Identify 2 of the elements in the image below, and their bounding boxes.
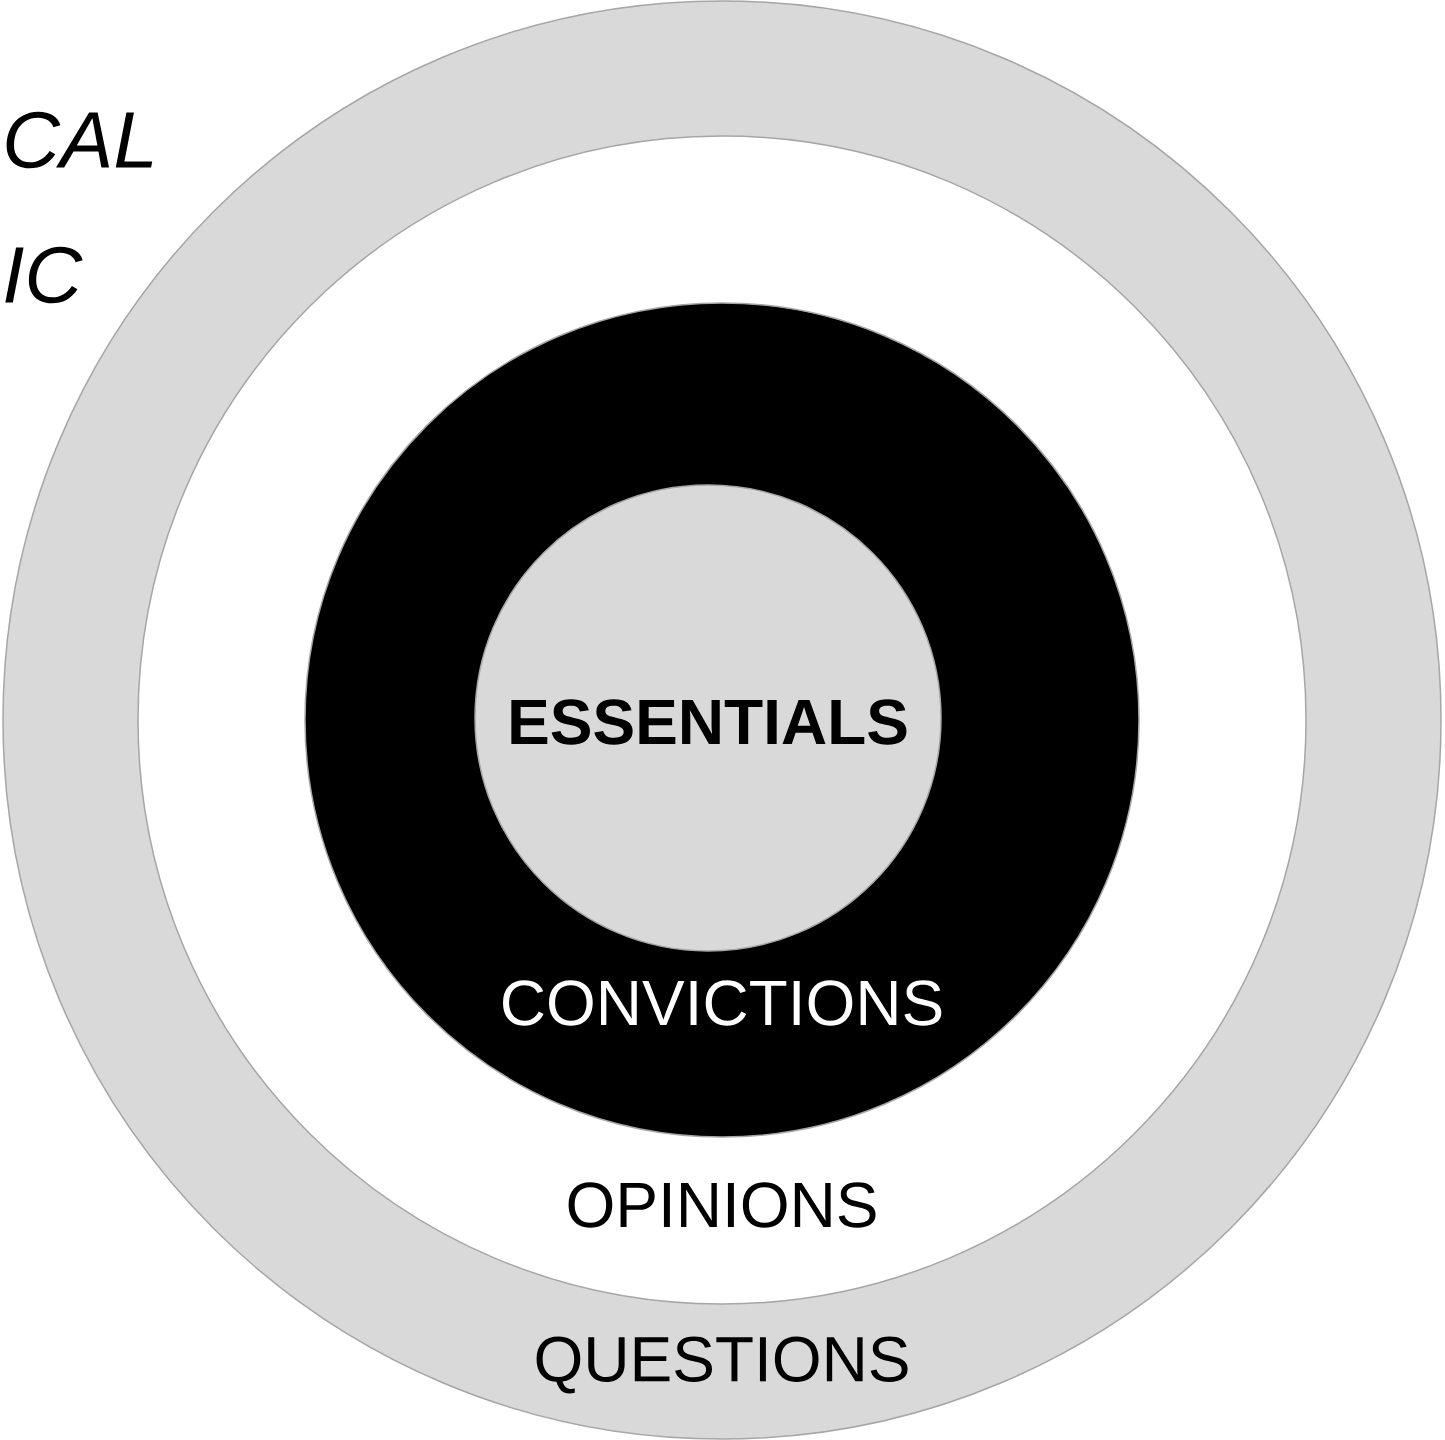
ring: ESSENTIALS	[474, 484, 942, 952]
cut-off-text: IC	[5, 246, 83, 304]
